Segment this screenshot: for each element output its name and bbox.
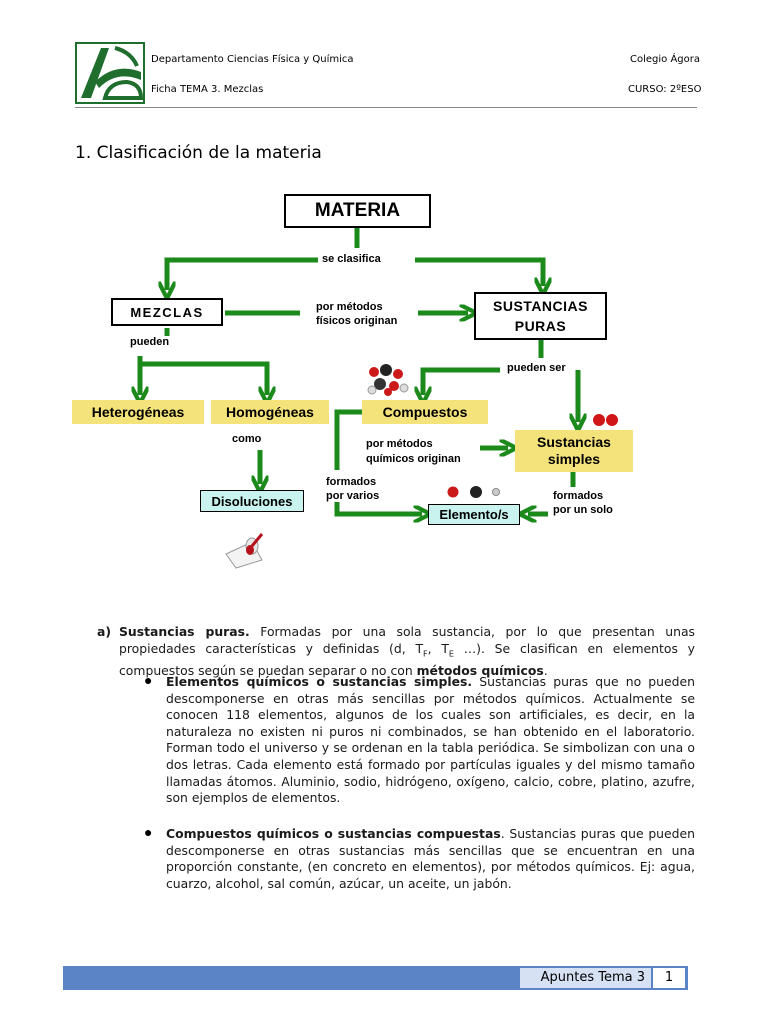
label-formados-uno-1: formados xyxy=(553,490,604,502)
bullet-1: ● xyxy=(144,672,153,688)
sustancias-puras-line2: PURAS xyxy=(514,318,567,334)
glass-spoon-icon xyxy=(222,532,272,575)
label-metodos-fisicos-1: por métodos xyxy=(316,301,383,313)
molecule-icon xyxy=(364,362,412,403)
sustancias-puras-box: SUSTANCIAS PURAS xyxy=(474,292,607,340)
compuestos-box: Compuestos xyxy=(362,400,488,424)
diagram-arrows xyxy=(0,228,768,600)
label-se-clasifica: se clasifica xyxy=(322,253,381,265)
label-metodos-quimicos-1: por métodos xyxy=(366,438,433,450)
item-a-label: a) xyxy=(97,624,112,639)
label-pueden-ser: pueden ser xyxy=(507,362,566,374)
sustancias-puras-line1: SUSTANCIAS xyxy=(493,298,588,314)
disoluciones-box: Disoluciones xyxy=(200,490,304,512)
paragraph-sustancias-puras: Sustancias puras. Formadas por una sola … xyxy=(119,624,695,678)
atoms-pair-icon xyxy=(592,412,620,433)
materia-box: MATERIA xyxy=(284,194,431,228)
label-metodos-quimicos-2: químicos originan xyxy=(366,453,461,465)
sustancias-simples-line1: Sustancias xyxy=(537,434,611,450)
heterogeneas-box: Heterogéneas xyxy=(72,400,204,424)
header-sheet: Ficha TEMA 3. Mezclas xyxy=(151,84,264,95)
label-pueden: pueden xyxy=(130,336,170,348)
footer-page-number: 1 xyxy=(653,968,685,988)
mezclas-box: MEZCLAS xyxy=(111,298,223,326)
atoms-row-icon xyxy=(446,485,506,504)
section-title: 1. Clasificación de la materia xyxy=(75,143,322,163)
label-formados-varios-1: formados xyxy=(326,476,377,488)
header-divider xyxy=(75,107,697,108)
elementos-box: Elemento/s xyxy=(428,504,520,525)
header-department: Departamento Ciencias Física y Química xyxy=(151,54,354,65)
school-logo xyxy=(75,42,145,104)
bullet-2: ● xyxy=(144,824,153,840)
header-course: CURSO: 2ºESO xyxy=(628,84,702,95)
label-formados-varios-2: por varios xyxy=(326,490,380,502)
sustancias-simples-box: Sustancias simples xyxy=(515,430,633,472)
paragraph-elementos: Elementos químicos o sustancias simples.… xyxy=(166,674,695,806)
footer-label: Apuntes Tema 3 xyxy=(520,968,651,988)
header-school: Colegio Ágora xyxy=(630,54,700,65)
label-como: como xyxy=(232,433,262,445)
label-formados-uno-2: por un solo xyxy=(553,504,613,516)
paragraph-compuestos: Compuestos químicos o sustancias compues… xyxy=(166,826,695,891)
label-metodos-fisicos-2: físicos originan xyxy=(316,315,398,327)
sustancias-simples-line2: simples xyxy=(547,451,601,467)
homogeneas-box: Homogéneas xyxy=(211,400,329,424)
